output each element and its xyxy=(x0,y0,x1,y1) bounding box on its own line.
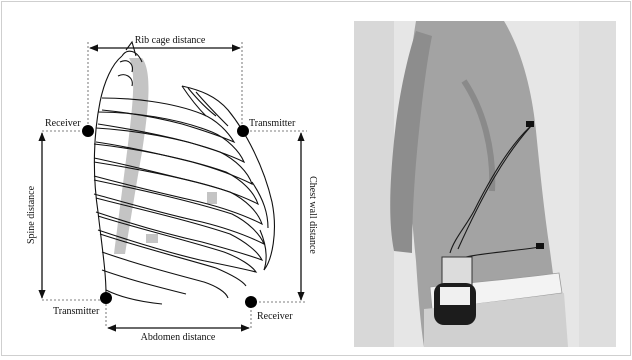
subject-photo xyxy=(354,21,616,347)
receiver-top-label: Receiver xyxy=(45,118,81,129)
costal-cartilage xyxy=(182,86,268,270)
abdomen-distance-label: Abdomen distance xyxy=(141,332,216,343)
receiver-bottom-label: Receiver xyxy=(257,311,293,322)
measurement-arrows xyxy=(42,48,301,328)
transmitter-bottom-dot xyxy=(100,292,112,304)
transmitter-bottom-label: Transmitter xyxy=(53,306,100,317)
photo-panel xyxy=(354,21,616,347)
rib-cage-distance-label: Rib cage distance xyxy=(135,35,206,46)
transmitter-top-dot xyxy=(237,125,249,137)
rib-cage xyxy=(94,42,274,304)
transmitter-top-label: Transmitter xyxy=(249,118,296,129)
rib-cage-outline xyxy=(94,56,122,294)
rib-cage-diagram: Rib cage distance Receiver Transmitter T… xyxy=(2,2,352,357)
receiver-top-dot xyxy=(82,125,94,137)
spine-distance-label: Spine distance xyxy=(26,185,37,244)
receiver-bottom-dot xyxy=(245,296,257,308)
chest-wall-distance-label: Chest wall distance xyxy=(307,176,318,254)
